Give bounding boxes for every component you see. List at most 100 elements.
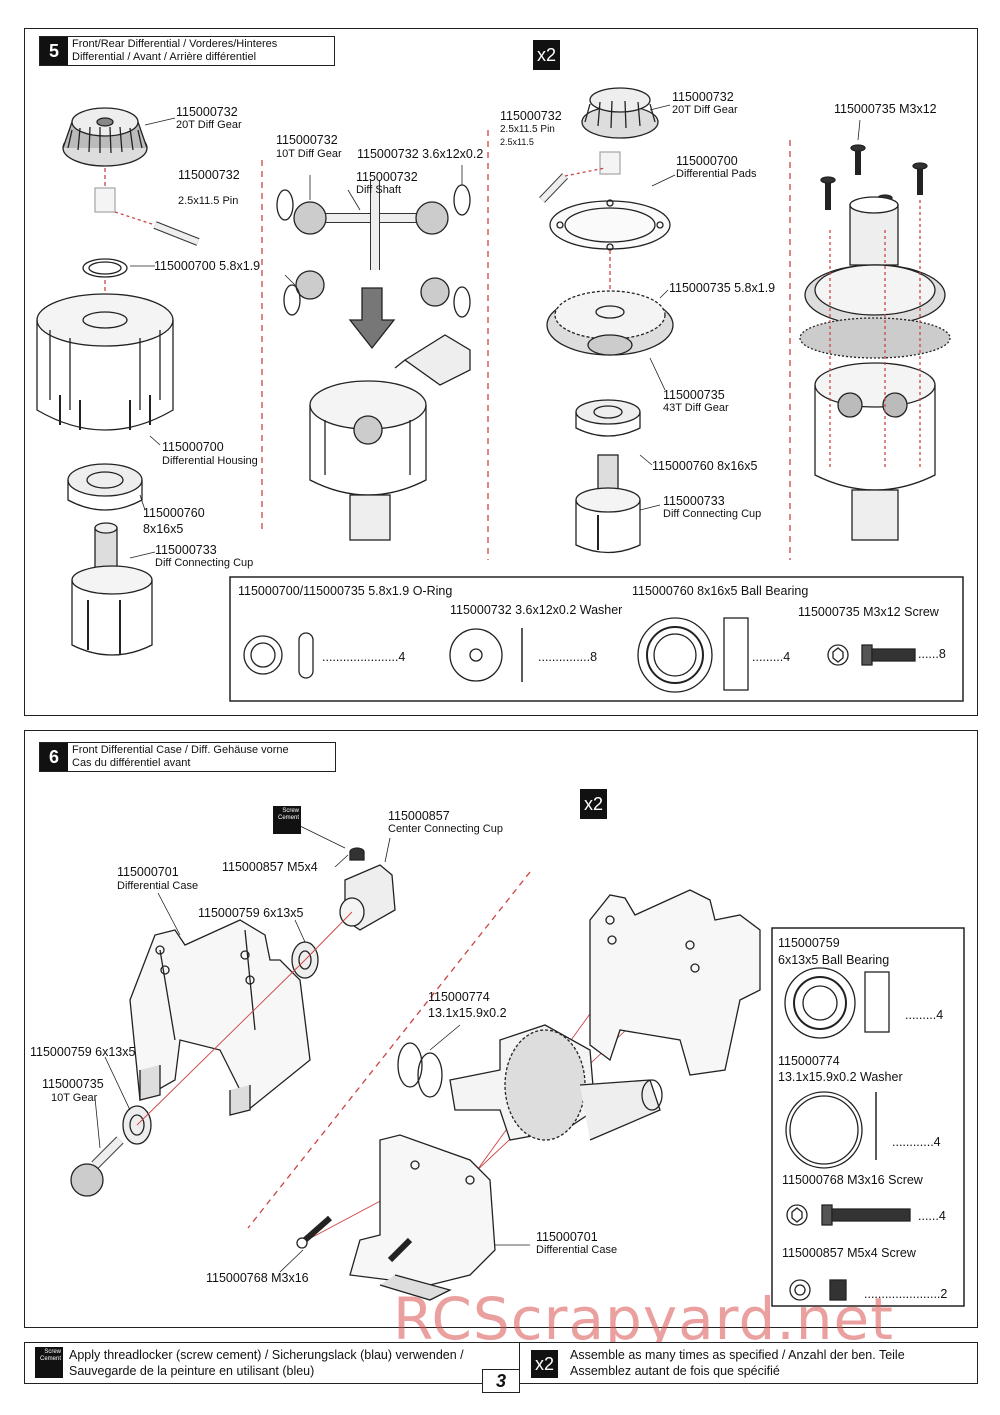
screw6-qty: ......4 (918, 1209, 946, 1223)
washer6-title: 13.1x15.9x0.2 Washer (778, 1070, 903, 1084)
connecting-cup-right-icon (575, 454, 641, 554)
oring-part-icon (243, 632, 314, 679)
diff-pads-icon (549, 199, 671, 251)
assemble-line2: Assemblez autant de fois que spécifié (570, 1364, 780, 1378)
case-left-part: 115000701 (117, 865, 179, 879)
screw-m3x16-icon (296, 1215, 413, 1263)
step5-header: 5 Front/Rear Differential / Vorderes/Hin… (39, 36, 335, 66)
housing-left-part: 115000700 (162, 440, 224, 454)
case2-part: 115000701 (536, 1230, 598, 1244)
gear-20t-left-icon (62, 107, 148, 167)
screw-box-qty: ......8 (918, 647, 946, 661)
setscrew-label: 115000857 M5x4 (222, 860, 318, 874)
bearing-left-icon (67, 463, 143, 511)
gear43-name: 43T Diff Gear (663, 402, 729, 414)
center-cup-icon (339, 864, 396, 931)
step6-title-line2: Cas du différentiel avant (72, 757, 191, 769)
gear-10t-icon (293, 201, 450, 307)
gear-10t-pinion-icon (70, 1136, 124, 1197)
step5-number: 5 (40, 37, 68, 65)
footer-x2: x2 (531, 1350, 558, 1378)
pin-left-part: 115000732 (178, 168, 240, 182)
pads-part: 115000700 (676, 154, 738, 168)
screw-m3x16-label: 115000768 M3x16 (206, 1271, 309, 1285)
watermark-text: RCScrapyard.net (393, 1285, 894, 1353)
connecting-cup-left-icon (71, 522, 153, 656)
threadlock-line2: Sauvegarde de la peinture en utilisant (… (69, 1364, 315, 1378)
washer13-part: 115000774 (428, 990, 490, 1004)
bearing-left-part: 115000760 (143, 506, 205, 520)
washer6-part: 115000774 (778, 1054, 840, 1068)
screw6-title: 115000768 M3x16 Screw (782, 1173, 923, 1187)
screw-box6-icon (786, 1204, 911, 1226)
gear20-left-part: 115000732 (176, 105, 238, 119)
bearing-b-label: 115000759 6x13x5 (30, 1045, 136, 1059)
gear43-part: 115000735 (663, 388, 725, 402)
setscrew-box6-icon (789, 1279, 847, 1301)
bearing6-qty: .........4 (905, 1008, 944, 1022)
step5-illustration (36, 87, 964, 702)
pin-left-name: 2.5x11.5 Pin (178, 195, 239, 207)
threadlock-line1: Apply threadlocker (screw cement) / Sich… (69, 1348, 464, 1362)
screw-box-title: 115000735 M3x12 Screw (798, 605, 939, 619)
washer-mid-label: 115000732 3.6x12x0.2 (357, 147, 484, 161)
threadlock-icon: Screw Cement (35, 1347, 63, 1378)
washer-box-title: 115000732 3.6x12x0.2 Washer (450, 603, 623, 617)
gear10t-part: 115000735 (42, 1077, 104, 1091)
washer-part-icon (449, 628, 523, 682)
ccup-name: Center Connecting Cup (388, 823, 503, 835)
cup-right-name: Diff Connecting Cup (663, 508, 762, 520)
diff-case-bottom-icon (349, 1134, 496, 1301)
screw-part-icon (827, 644, 916, 666)
bearing-box-title: 115000760 8x16x5 Ball Bearing (632, 584, 809, 598)
footer-divider (519, 1342, 520, 1384)
gear-43t-icon (546, 290, 674, 356)
oring-left-label: 115000700 5.8x1.9 (154, 259, 261, 273)
step6-multiplier: x2 (580, 789, 607, 819)
bearing6-part: 115000759 (778, 936, 840, 950)
setscrew6-qty: ......................2 (864, 1287, 948, 1301)
bearing-a-label: 115000759 6x13x5 (198, 906, 304, 920)
bearing-left-size: 8x16x5 (143, 522, 184, 536)
pads-name: Differential Pads (676, 168, 757, 180)
screw-cement-icon: Screw Cement (273, 806, 301, 834)
bearing-right-label: 115000760 8x16x5 (652, 459, 758, 473)
pin-left-icon (153, 221, 200, 246)
step5-multiplier: x2 (533, 40, 560, 70)
step6-number: 6 (40, 743, 68, 771)
gear10-part: 115000732 (276, 133, 338, 147)
gear10t-name: 10T Gear (51, 1092, 98, 1104)
diff-housing-mid-icon (309, 380, 427, 541)
case2-name: Differential Case (536, 1244, 618, 1256)
assemble-line1: Assemble as many times as specified / An… (570, 1348, 905, 1362)
housing-left-name: Differential Housing (162, 455, 258, 467)
step5-title-line2: Differential / Avant / Arrière différent… (72, 51, 257, 63)
washer-box6-icon (785, 1091, 877, 1169)
case-left-name: Differential Case (117, 880, 199, 892)
step5-title-line1: Front/Rear Differential / Vorderes/Hinte… (72, 38, 278, 50)
bearing6-title: 6x13x5 Ball Bearing (778, 953, 890, 967)
cup-left-part: 115000733 (155, 543, 217, 557)
diff-big-icon (449, 1024, 663, 1141)
washer-13-icon (397, 1042, 443, 1098)
gear20-right-name: 20T Diff Gear (672, 104, 738, 116)
screw-m3x12-label: 115000735 M3x12 (834, 102, 937, 116)
gear20-left-name: 20T Diff Gear (176, 119, 242, 131)
gear-20t-right-icon (581, 87, 659, 139)
pin-right-part: 115000732 (500, 109, 562, 123)
ccup-part: 115000857 (388, 809, 450, 823)
gear20-right-part: 115000732 (672, 90, 734, 104)
page-number: 3 (482, 1369, 520, 1393)
pin-right-name: 2.5x11.5 Pin (500, 124, 555, 135)
ball-bearing-part-icon (637, 617, 749, 693)
shaft-part: 115000732 (356, 170, 418, 184)
oring-box-qty: ......................4 (322, 650, 406, 664)
washer13-size: 13.1x15.9x0.2 (428, 1006, 507, 1020)
bearing-box6-icon (784, 967, 890, 1039)
cup-right-part: 115000733 (663, 494, 725, 508)
step6-header: 6 Front Differential Case / Diff. Gehäus… (39, 742, 336, 772)
diff-assembled-icon (799, 196, 951, 541)
setscrew6-title: 115000857 M5x4 Screw (782, 1246, 916, 1260)
shaft-name: Diff Shaft (356, 184, 402, 196)
oring-box-title: 115000700/115000735 5.8x1.9 O-Ring (238, 584, 453, 598)
